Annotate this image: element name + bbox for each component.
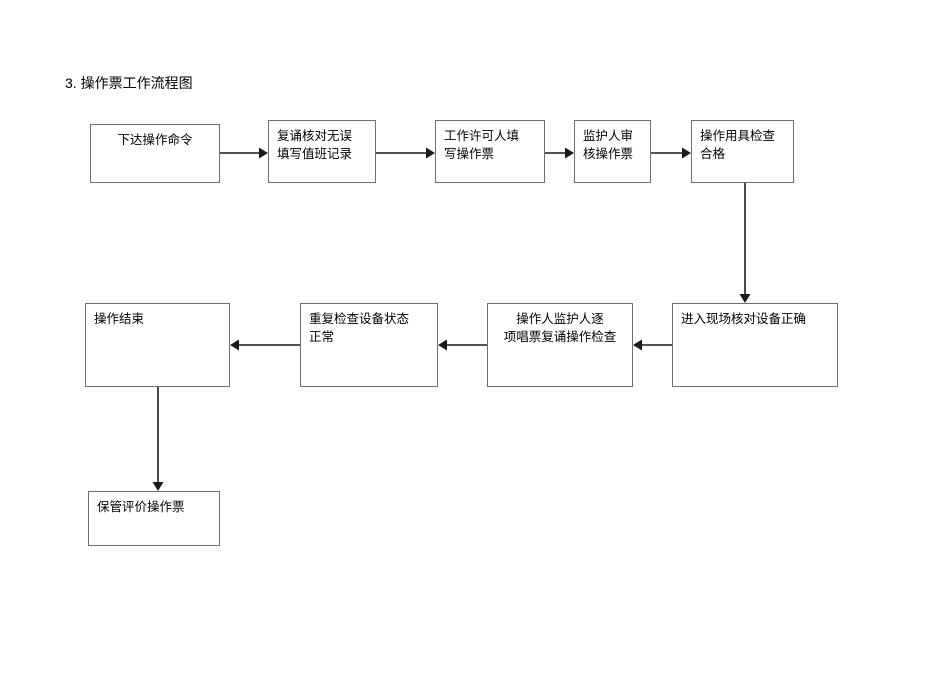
flow-node-n5[interactable]: 操作用具检查 合格 xyxy=(691,120,794,183)
flow-node-n2[interactable]: 复诵核对无误 填写值班记录 xyxy=(268,120,376,183)
flow-node-label: 重复检查设备状态 正常 xyxy=(309,312,410,345)
flow-node-n1[interactable]: 下达操作命令 xyxy=(90,124,220,183)
arrowhead-icon xyxy=(230,339,239,351)
page-title: 3. 操作票工作流程图 xyxy=(65,75,193,91)
flow-node-n7[interactable]: 操作人监护人逐 项唱票复诵操作检查 xyxy=(487,303,633,387)
flow-node-label: 复诵核对无误 填写值班记录 xyxy=(277,129,353,162)
flow-node-label: 保管评价操作票 xyxy=(97,500,185,514)
flow-node-n9[interactable]: 操作结束 xyxy=(85,303,230,387)
flow-node-n8[interactable]: 重复检查设备状态 正常 xyxy=(300,303,438,387)
flow-node-label: 操作用具检查 合格 xyxy=(700,129,776,162)
flow-node-label: 操作人监护人逐 项唱票复诵操作检查 xyxy=(503,312,617,345)
flow-edge-e6 xyxy=(633,339,672,351)
flow-edge-e4 xyxy=(651,147,691,159)
arrowhead-icon xyxy=(682,147,691,159)
arrowhead-icon xyxy=(739,294,751,303)
arrowhead-icon xyxy=(259,147,268,159)
flow-node-n3[interactable]: 工作许可人填 写操作票 xyxy=(435,120,545,183)
flow-edge-e9 xyxy=(152,387,164,491)
flow-edge-e5 xyxy=(739,183,751,303)
flow-edge-e3 xyxy=(545,147,574,159)
arrowhead-icon xyxy=(438,339,447,351)
flow-node-n10[interactable]: 保管评价操作票 xyxy=(88,491,220,546)
flow-node-label: 监护人审 核操作票 xyxy=(583,129,634,162)
flow-edge-e1 xyxy=(220,147,268,159)
arrowhead-icon xyxy=(152,482,164,491)
flow-node-n6[interactable]: 进入现场核对设备正确 xyxy=(672,303,838,387)
arrowhead-icon xyxy=(565,147,574,159)
flow-edge-e2 xyxy=(376,147,435,159)
arrowhead-icon xyxy=(633,339,642,351)
flow-node-label: 工作许可人填 写操作票 xyxy=(444,129,520,162)
flow-edge-e8 xyxy=(230,339,300,351)
arrowhead-icon xyxy=(426,147,435,159)
flow-node-n4[interactable]: 监护人审 核操作票 xyxy=(574,120,651,183)
flow-node-label: 进入现场核对设备正确 xyxy=(681,312,807,326)
flow-node-label: 操作结束 xyxy=(94,312,145,326)
flow-edge-e7 xyxy=(438,339,487,351)
flow-node-label: 下达操作命令 xyxy=(117,133,193,147)
